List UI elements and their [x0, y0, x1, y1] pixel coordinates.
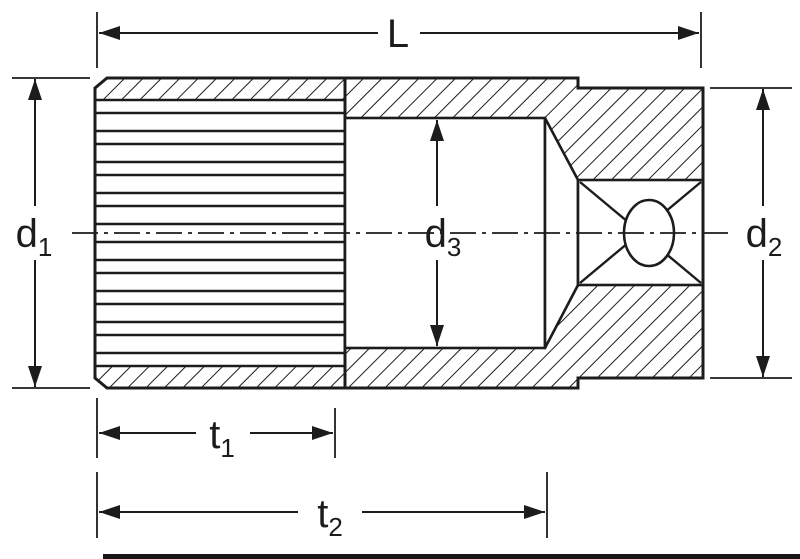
- dimension-label-L: L: [387, 12, 409, 56]
- arrowhead-up: [430, 120, 444, 141]
- arrowhead-up: [28, 79, 42, 100]
- dimension-d2: d2: [710, 87, 792, 379]
- hatch-band-top: [95, 78, 345, 100]
- dimension-label-t2: t2: [317, 492, 343, 542]
- arrowhead-right: [524, 505, 545, 519]
- bottom-edge-strip: [103, 554, 800, 559]
- dimension-label-d2: d2: [746, 212, 783, 262]
- dimension-t2: t2: [96, 472, 548, 542]
- arrowhead-right: [312, 426, 333, 440]
- dimension-d3: d3: [425, 120, 462, 346]
- dimension-label-d1: d1: [16, 212, 53, 262]
- hatch-band-bottom: [95, 366, 345, 388]
- dimension-t1: t1: [96, 398, 336, 463]
- dimension-d1: d1: [12, 77, 90, 389]
- arrowhead-up: [756, 89, 770, 110]
- arrowhead-down: [28, 366, 42, 387]
- dimension-label-t1: t1: [209, 413, 235, 463]
- arrowhead-right: [678, 26, 699, 40]
- arrowhead-down: [756, 356, 770, 377]
- arrowhead-left: [99, 505, 120, 519]
- arrowhead-left: [99, 426, 120, 440]
- drawing-root-group: L d1 d2 d3: [12, 12, 800, 559]
- arrowhead-left: [99, 26, 120, 40]
- dimension-label-d3: d3: [425, 212, 462, 262]
- spline-section: [95, 78, 345, 388]
- arrowhead-down: [430, 325, 444, 346]
- dimension-L: L: [96, 12, 702, 68]
